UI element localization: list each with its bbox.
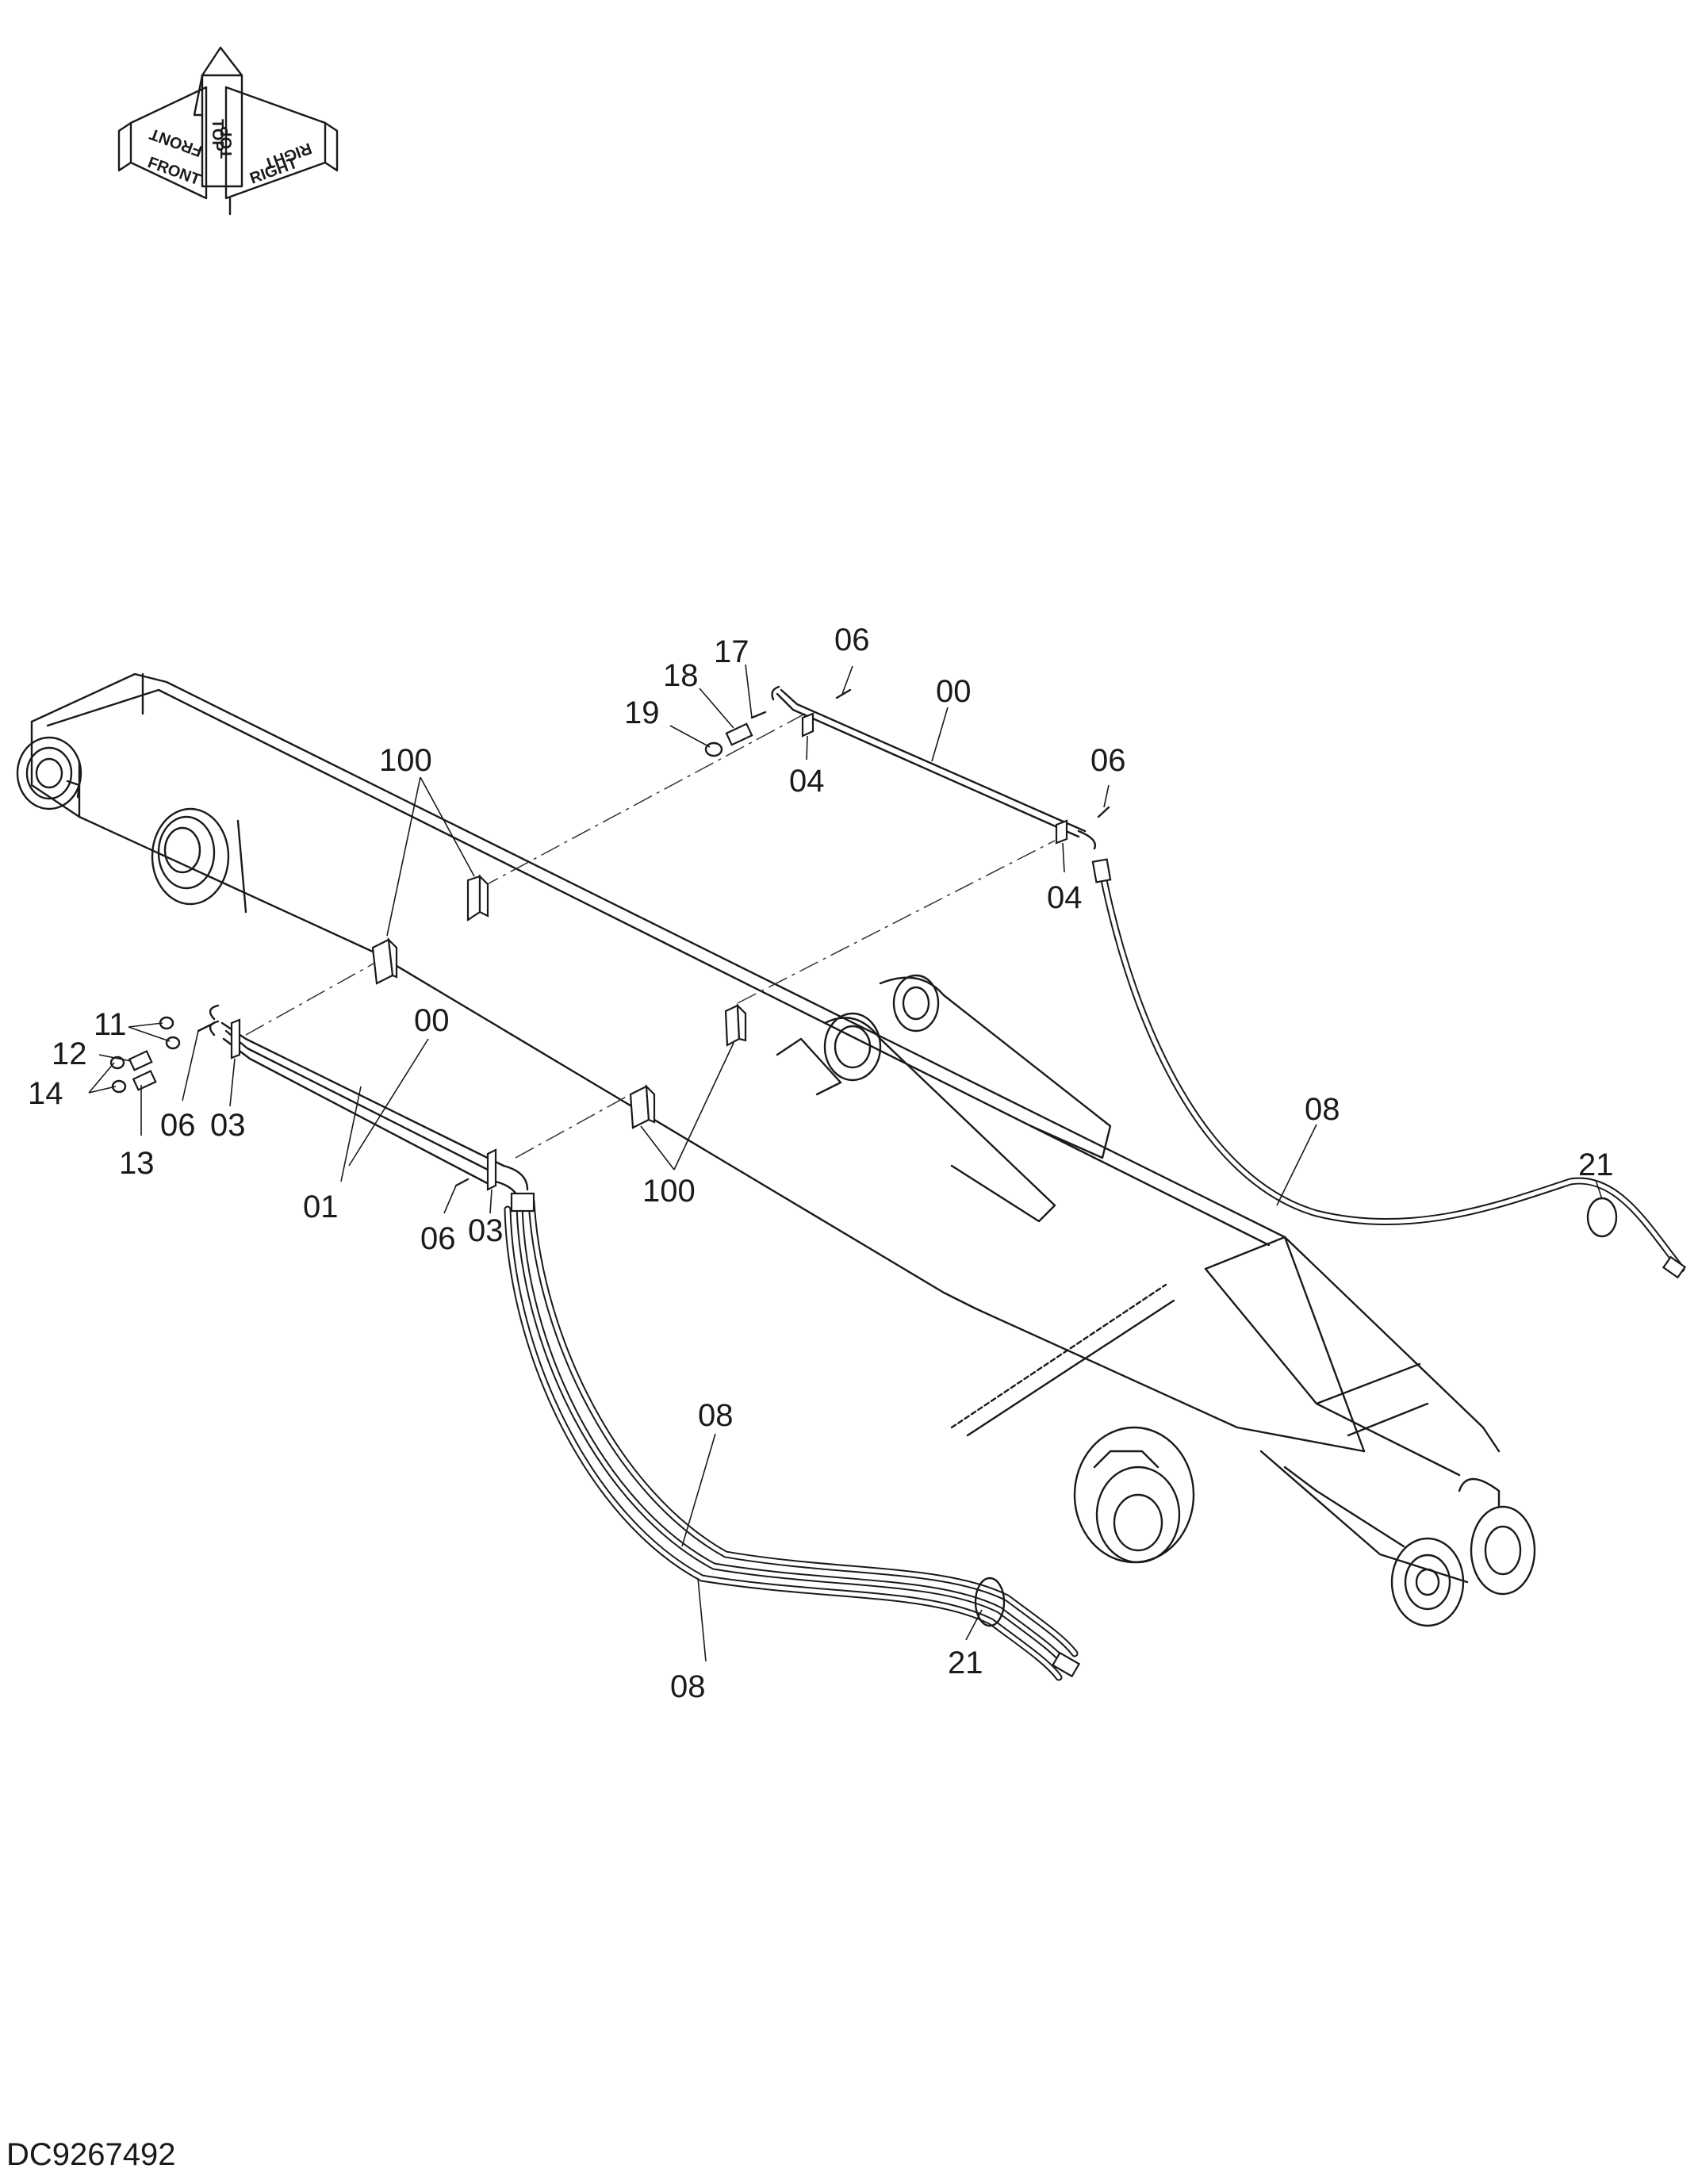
compass-label-top-mirrored: TOP (218, 126, 236, 159)
right-hose-part (1091, 858, 1687, 1279)
compass-label-front-mirrored: FRONT (148, 125, 205, 159)
leader-lines (88, 664, 1603, 1662)
callout-06-lower: 06 (420, 1221, 456, 1256)
callout-06-upper-b: 06 (1090, 743, 1126, 778)
callout-19: 19 (624, 695, 660, 730)
fitting-17-18-19-part (704, 711, 767, 757)
callout-03-lower: 03 (468, 1213, 504, 1248)
assembly-lines (245, 713, 1056, 1159)
callout-08-mid-bottom: 08 (670, 1669, 706, 1704)
clamp-bracket-part (371, 874, 747, 1129)
callout-08-right: 08 (1305, 1092, 1340, 1127)
callout-21-right: 21 (1578, 1148, 1614, 1182)
boom-structure-icon (16, 672, 1536, 1627)
callout-06-upper-a: 06 (834, 623, 870, 657)
callout-01: 01 (303, 1190, 339, 1224)
callout-00-lower: 00 (414, 1003, 450, 1038)
callout-04-b: 04 (1047, 880, 1083, 915)
callout-21-bottom: 21 (948, 1646, 983, 1680)
orientation-compass-icon: FRONT FRONT TOP TOP RIGHT RIGHT (117, 46, 339, 216)
callout-14: 14 (28, 1076, 63, 1111)
callout-17: 17 (714, 634, 749, 669)
callout-100-lower: 100 (642, 1174, 696, 1209)
callout-08-mid-top: 08 (698, 1398, 734, 1433)
callout-11: 11 (94, 1007, 127, 1042)
callout-03-left: 03 (210, 1108, 246, 1143)
callouts: 00 06 06 17 18 19 04 04 100 08 21 11 12 … (28, 623, 1614, 1704)
callout-18: 18 (663, 658, 699, 693)
lower-hoses-part (504, 1192, 1081, 1681)
callout-100-upper: 100 (379, 743, 432, 778)
callout-00-upper: 00 (936, 674, 972, 709)
fittings-11-14-part (109, 1016, 181, 1094)
lower-pipe-part (197, 1004, 529, 1207)
compass-label-top: TOP (209, 119, 226, 151)
callout-06-left: 06 (160, 1108, 196, 1143)
callout-04-a: 04 (789, 764, 825, 799)
callout-12: 12 (52, 1036, 87, 1071)
callout-13: 13 (119, 1146, 155, 1181)
document-id: DC9267492 (6, 2137, 176, 2172)
upper-pipe-part (771, 685, 1110, 850)
